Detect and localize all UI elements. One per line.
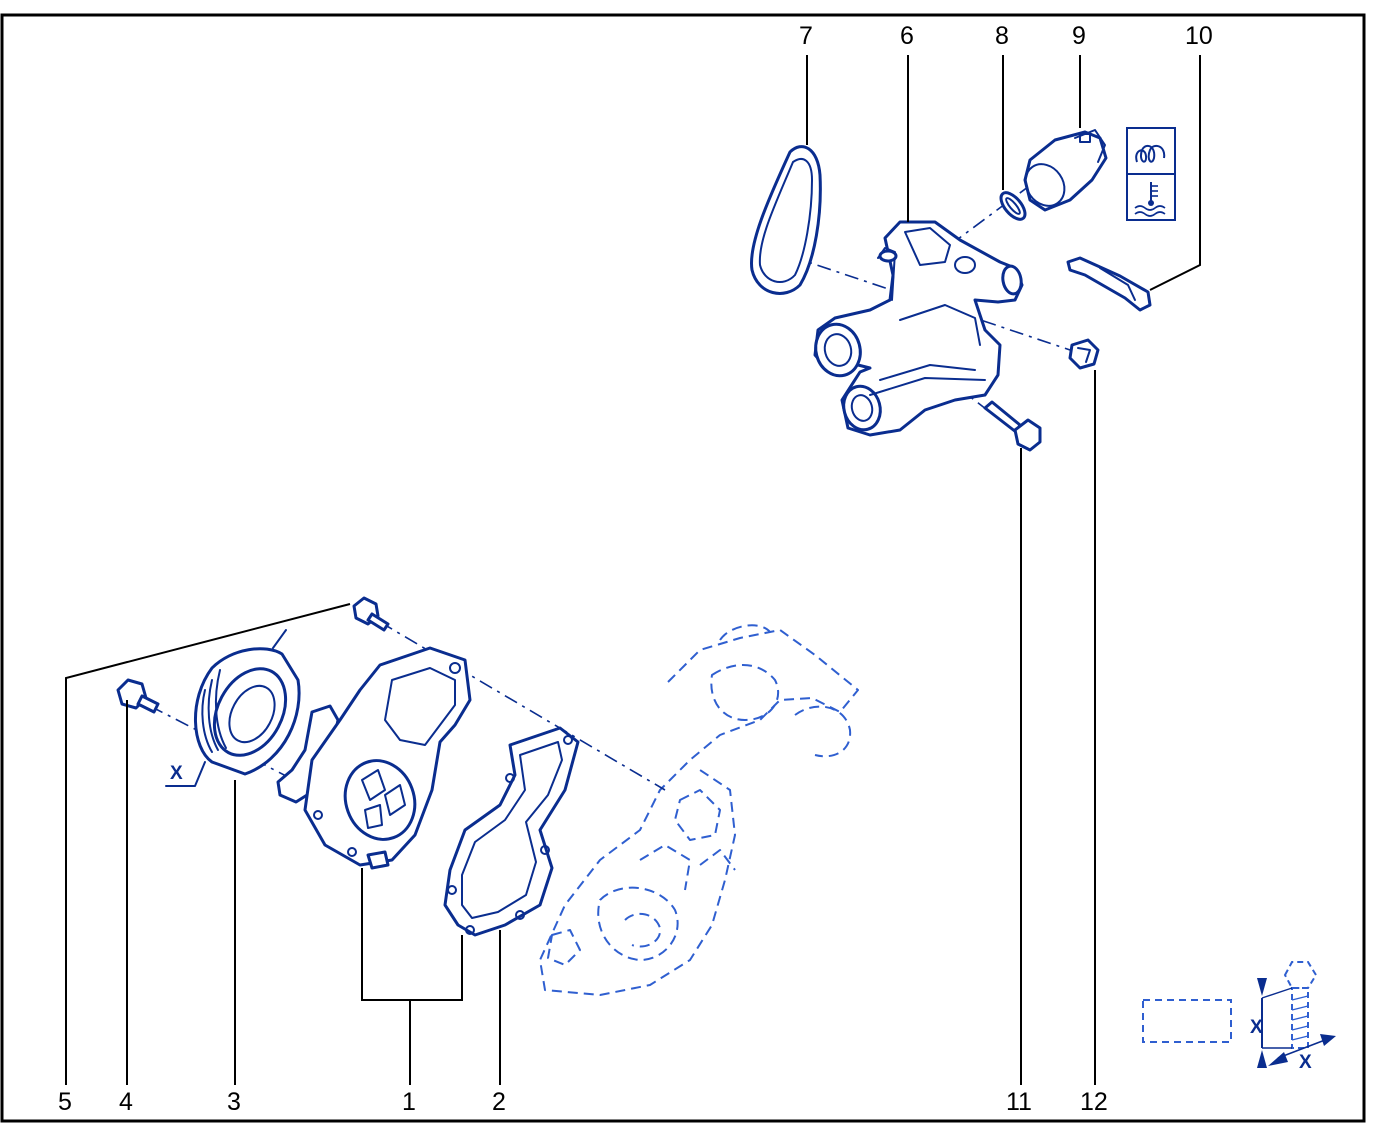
callout-11: 11 bbox=[1006, 1088, 1032, 1116]
icon-panel bbox=[1126, 127, 1176, 221]
bolt-length-legend: X X bbox=[1142, 961, 1336, 1073]
bolt-dimension-label-vertical: X bbox=[1250, 1017, 1263, 1038]
leader-5 bbox=[65, 603, 351, 1085]
callout-5: 5 bbox=[58, 1088, 72, 1116]
dashed-box bbox=[1142, 999, 1232, 1043]
coil-icon bbox=[1135, 144, 1166, 163]
bolt-dimension-label-horizontal: X bbox=[1299, 1052, 1312, 1073]
bolt-4 bbox=[116, 678, 160, 714]
temperature-sensor-9 bbox=[1023, 129, 1108, 212]
o-ring-8 bbox=[999, 191, 1027, 221]
pulley-dimension: X bbox=[165, 761, 206, 787]
bolt-symbol-icon bbox=[1257, 961, 1336, 1068]
callout-9: 9 bbox=[1072, 22, 1086, 50]
engine-block-ghost bbox=[539, 624, 859, 996]
pulley-dimension-label: X bbox=[170, 763, 183, 784]
callout-8: 8 bbox=[995, 22, 1009, 50]
callout-3: 3 bbox=[227, 1088, 241, 1116]
nut-12 bbox=[1068, 338, 1100, 370]
callout-labels: 5 4 3 1 2 11 12 7 6 8 9 10 bbox=[58, 22, 1213, 1116]
coolant-temperature-icon bbox=[1134, 182, 1166, 217]
leader-lines bbox=[65, 55, 1201, 1085]
callout-1: 1 bbox=[402, 1088, 416, 1116]
callout-12: 12 bbox=[1080, 1088, 1108, 1116]
pulley-3 bbox=[194, 629, 301, 776]
callout-7: 7 bbox=[799, 22, 813, 50]
pump-gasket-inner bbox=[276, 704, 340, 804]
thermostat-housing-6 bbox=[813, 220, 1024, 437]
callout-4: 4 bbox=[119, 1088, 133, 1116]
water-pump-1 bbox=[303, 646, 472, 870]
leader-10 bbox=[1149, 55, 1201, 291]
callout-2: 2 bbox=[492, 1088, 506, 1116]
callout-10: 10 bbox=[1185, 22, 1213, 50]
seal-7 bbox=[749, 145, 822, 295]
leader-1-bracket bbox=[361, 868, 463, 1001]
bolt-11 bbox=[983, 400, 1042, 452]
bolt-5 bbox=[352, 596, 390, 632]
callout-6: 6 bbox=[900, 22, 914, 50]
pump-gasket-2 bbox=[443, 726, 580, 937]
clip-10 bbox=[1066, 256, 1152, 312]
